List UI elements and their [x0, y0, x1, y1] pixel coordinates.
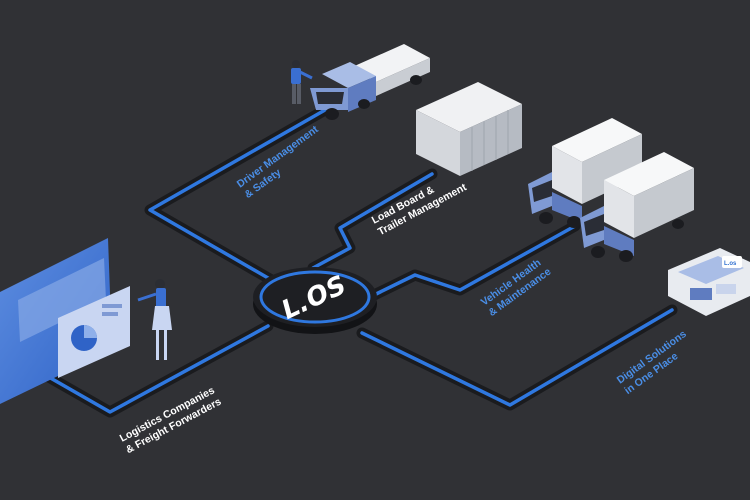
path-loadboard	[311, 172, 434, 270]
shipping-container	[416, 82, 522, 176]
path-vehicle	[370, 224, 577, 298]
flatbed-truck	[310, 44, 430, 120]
dashboard-screen	[0, 238, 130, 404]
device-badge: L.os	[724, 261, 737, 267]
digital-device: L.os	[668, 248, 750, 316]
path-driver	[148, 108, 327, 284]
box-truck-front	[580, 152, 694, 262]
presenter-person	[137, 279, 172, 360]
path-vehicle-dark	[366, 220, 581, 302]
connection-paths	[34, 104, 678, 418]
path-digital	[360, 308, 674, 407]
los-hub: L.OS	[253, 267, 377, 334]
driver-person	[291, 60, 313, 104]
box-truck-back	[528, 118, 642, 228]
path-logistics	[38, 324, 270, 414]
